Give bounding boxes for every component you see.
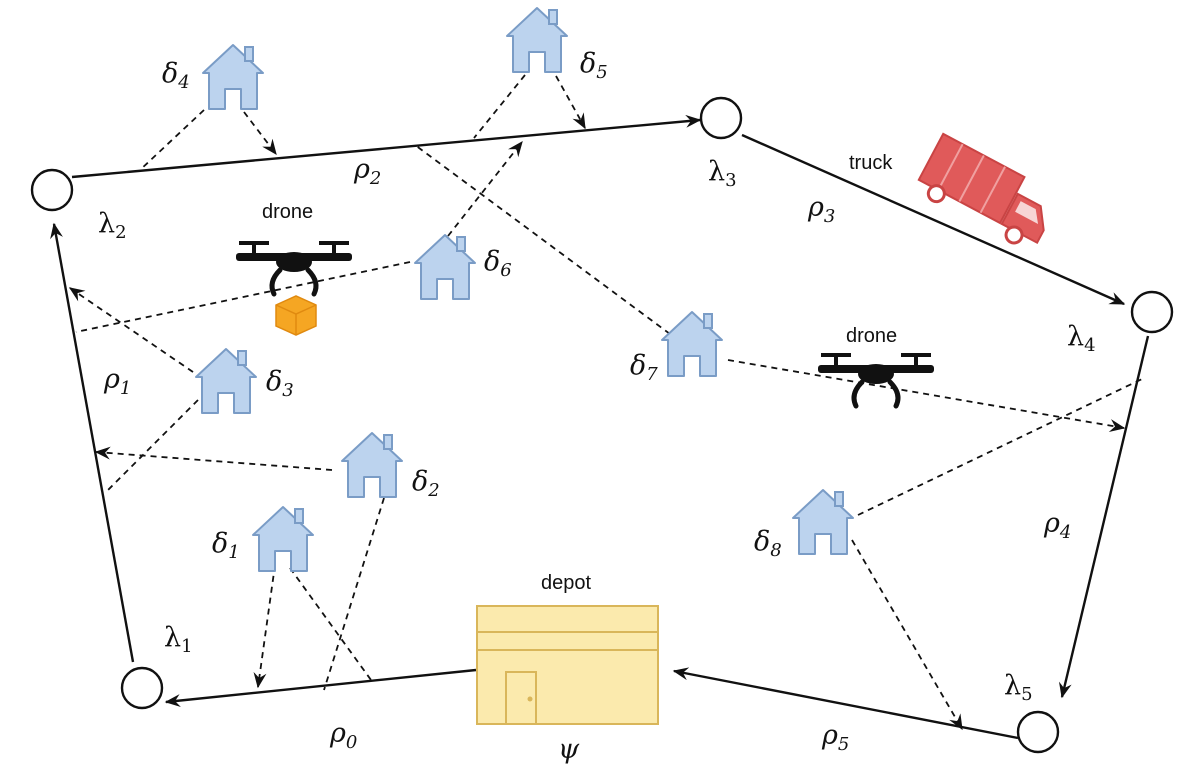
drone-icon [818, 353, 934, 406]
label-delta2: δ2 [412, 466, 440, 501]
house-icon [414, 234, 476, 300]
house-icon [341, 432, 403, 498]
drone-path [105, 399, 199, 493]
node-lambda1 [120, 666, 164, 710]
label-lambda4: λ4 [1067, 321, 1096, 356]
label-delta8: δ8 [754, 526, 782, 561]
drone-path [857, 378, 1143, 516]
house-icon [195, 348, 257, 414]
label-delta7: δ7 [630, 350, 658, 385]
house-icon [202, 44, 264, 110]
edge-rho1 [50, 222, 135, 663]
node-lambda3 [699, 96, 743, 140]
label-rho0: ρ0 [329, 718, 357, 753]
edge-rho2 [71, 114, 702, 179]
house-icon [661, 311, 723, 377]
customer-houses [195, 7, 854, 572]
drone-path [323, 497, 385, 691]
house-icon [252, 506, 314, 572]
label-depot: depot [541, 572, 591, 594]
label-delta5: δ5 [580, 48, 608, 83]
label-delta1: δ1 [212, 528, 240, 563]
label-lambda2: λ2 [98, 208, 127, 243]
drone-path [253, 564, 276, 689]
truck-nodes [30, 96, 1174, 754]
node-lambda4 [1130, 290, 1174, 334]
node-lambda5 [1016, 710, 1060, 754]
edge-rho3 [741, 133, 1126, 306]
drone-path [243, 111, 277, 156]
label-rho5: ρ5 [821, 720, 849, 755]
label-rho3: ρ3 [807, 192, 835, 227]
edge-rho4 [1058, 335, 1150, 699]
house-icon [506, 7, 568, 73]
label-lambda1: λ1 [164, 622, 193, 657]
edge-rho5 [672, 667, 1019, 740]
label-truck: truck [849, 152, 893, 174]
label-drone: drone [846, 325, 897, 347]
package-icon [275, 295, 317, 336]
drone-path [727, 359, 1126, 432]
drone-path [68, 287, 194, 373]
drone-icon [236, 241, 352, 294]
edge-rho0 [164, 668, 477, 707]
label-rho2: ρ2 [353, 154, 381, 189]
label-rho1: ρ1 [103, 364, 131, 399]
drone-path [414, 144, 671, 335]
label-depot-psi: ψ [558, 734, 580, 765]
house-icon [792, 489, 854, 555]
label-delta4: δ4 [162, 58, 190, 93]
drone-path [473, 74, 526, 139]
drone-path [75, 261, 411, 333]
node-lambda2 [30, 168, 74, 212]
label-delta6: δ6 [484, 246, 512, 281]
drone-path [289, 567, 372, 681]
label-lambda5: λ5 [1004, 670, 1033, 705]
label-lambda3: λ3 [708, 156, 737, 191]
drone-routes [68, 74, 1143, 731]
label-drone: drone [262, 201, 313, 223]
drone-path [555, 75, 586, 130]
depot-icon [476, 605, 659, 725]
label-delta3: δ3 [266, 366, 294, 401]
truck-icon [917, 132, 1045, 245]
drone-path [447, 140, 523, 237]
label-rho4: ρ4 [1043, 508, 1071, 543]
drone-path [851, 539, 963, 731]
drone-path [94, 446, 333, 471]
drone-path [139, 109, 205, 171]
